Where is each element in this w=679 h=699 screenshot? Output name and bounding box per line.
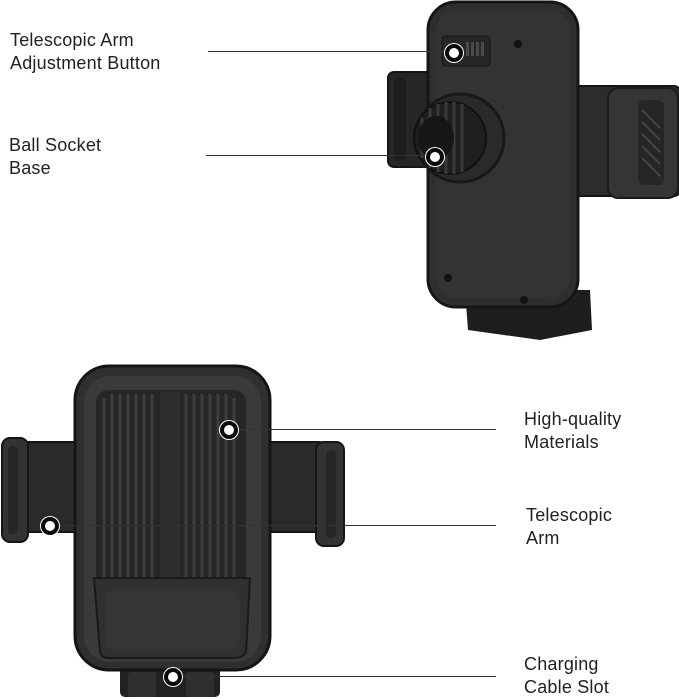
callout-marker-icon [445, 44, 463, 62]
callout-line-1: Telescopic [526, 505, 613, 525]
callout-label-high-quality-materials: High-quality Materials [524, 408, 621, 454]
callout-marker-icon [164, 668, 182, 686]
leader-line-high-quality-materials [236, 429, 496, 430]
callout-label-telescopic-arm-button: Telescopic Arm Adjustment Button [10, 29, 161, 75]
callout-label-charging-cable-slot: Charging Cable Slot [524, 653, 609, 699]
leader-line-ball-socket-base [206, 155, 428, 156]
callout-line-1: Charging [524, 654, 599, 674]
leader-line-charging-cable-slot [180, 676, 496, 677]
callout-line-1: High-quality [524, 409, 622, 429]
callout-marker-icon [426, 148, 444, 166]
callout-line-2: Cable Slot [524, 677, 610, 697]
callout-line-2: Base [9, 158, 51, 178]
callout-line-2: Arm [526, 528, 560, 548]
callout-line-1: Telescopic Arm [10, 30, 134, 50]
phone-holder-front-view [1, 364, 345, 697]
callout-label-telescopic-arm: Telescopic Arm [526, 504, 612, 550]
callout-line-2: Materials [524, 432, 599, 452]
callout-marker-icon [41, 517, 59, 535]
phone-holder-back-view [387, 0, 679, 340]
callout-line-1: Ball Socket [9, 135, 102, 155]
callout-line-2: Adjustment Button [10, 53, 161, 73]
leader-line-telescopic-arm [56, 525, 496, 526]
leader-line-telescopic-arm-button [208, 51, 448, 52]
callout-marker-icon [220, 421, 238, 439]
callout-label-ball-socket-base: Ball Socket Base [9, 134, 101, 180]
